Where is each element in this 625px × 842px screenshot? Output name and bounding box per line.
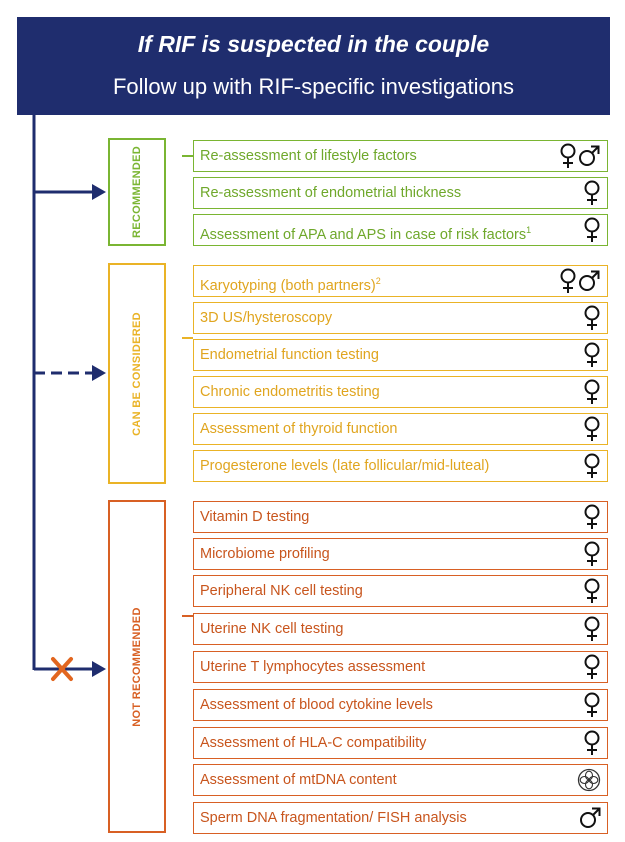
female-icon bbox=[583, 541, 601, 567]
investigation-item: Assessment of thyroid function bbox=[193, 413, 608, 445]
arrowhead-not-recommended bbox=[92, 661, 106, 677]
investigation-text: Endometrial function testing bbox=[200, 347, 379, 363]
investigation-label: Assessment of HLA-C compatibility bbox=[200, 728, 426, 758]
investigation-label: Assessment of APA and APS in case of ris… bbox=[200, 215, 531, 250]
category-label-not-recommended: NOT RECOMMENDED bbox=[131, 606, 143, 727]
investigation-item: Peripheral NK cell testing bbox=[193, 575, 608, 607]
investigation-text: 3D US/hysteroscopy bbox=[200, 310, 333, 326]
female-icon bbox=[583, 616, 601, 642]
female-icon bbox=[583, 692, 601, 718]
investigation-label: Progesterone levels (late follicular/mid… bbox=[200, 451, 489, 481]
investigation-label: Assessment of mtDNA content bbox=[200, 765, 397, 795]
female-icon bbox=[583, 504, 601, 530]
female-male-icon bbox=[559, 143, 601, 169]
investigation-label: Re-assessment of endometrial thickness bbox=[200, 178, 461, 208]
investigation-text: Re-assessment of lifestyle factors bbox=[200, 148, 417, 164]
investigation-item: Endometrial function testing bbox=[193, 339, 608, 371]
female-icon bbox=[583, 654, 601, 680]
investigation-text: Assessment of APA and APS in case of ris… bbox=[200, 226, 527, 243]
female-icon bbox=[583, 217, 601, 243]
investigation-label: Re-assessment of lifestyle factors bbox=[200, 141, 417, 171]
investigation-text: Assessment of HLA-C compatibility bbox=[200, 735, 427, 751]
investigation-item: 3D US/hysteroscopy bbox=[193, 302, 608, 334]
female-icon bbox=[583, 416, 601, 442]
female-icon bbox=[583, 730, 601, 756]
investigation-label: Assessment of thyroid function bbox=[200, 414, 397, 444]
investigation-text: Microbiome profiling bbox=[200, 546, 330, 562]
investigation-label: Peripheral NK cell testing bbox=[200, 576, 363, 606]
category-not-recommended: NOT RECOMMENDED bbox=[108, 500, 166, 833]
category-recommended: RECOMMENDED bbox=[108, 138, 166, 246]
investigation-label: Karyotyping (both partners)2 bbox=[200, 266, 381, 301]
investigation-label: Chronic endometritis testing bbox=[200, 377, 380, 407]
investigation-text: Uterine NK cell testing bbox=[200, 621, 344, 637]
embryo-icon bbox=[577, 767, 601, 793]
category-label-considered: CAN BE CONSIDERED bbox=[131, 311, 143, 436]
footnote-marker: 2 bbox=[375, 276, 381, 286]
female-icon bbox=[583, 180, 601, 206]
investigation-item: Assessment of mtDNA content bbox=[193, 764, 608, 796]
investigation-text: Chronic endometritis testing bbox=[200, 384, 380, 400]
investigation-item: Sperm DNA fragmentation/ FISH analysis bbox=[193, 802, 608, 834]
investigation-item: Karyotyping (both partners)2 bbox=[193, 265, 608, 297]
investigation-text: Peripheral NK cell testing bbox=[200, 583, 363, 599]
investigation-label: Microbiome profiling bbox=[200, 539, 330, 569]
investigation-item: Assessment of HLA-C compatibility bbox=[193, 727, 608, 759]
investigation-item: Assessment of APA and APS in case of ris… bbox=[193, 214, 608, 246]
investigation-label: Endometrial function testing bbox=[200, 340, 379, 370]
female-icon bbox=[583, 342, 601, 368]
investigation-item: Uterine NK cell testing bbox=[193, 613, 608, 645]
header-title: If RIF is suspected in the couple bbox=[137, 31, 490, 57]
female-icon bbox=[583, 379, 601, 405]
category-considered: CAN BE CONSIDERED bbox=[108, 263, 166, 484]
investigation-text: Sperm DNA fragmentation/ FISH analysis bbox=[200, 810, 467, 826]
footnote-marker: 1 bbox=[526, 225, 532, 235]
female-icon bbox=[583, 578, 601, 604]
investigation-item: Microbiome profiling bbox=[193, 538, 608, 570]
investigation-text: Re-assessment of endometrial thickness bbox=[200, 185, 462, 201]
male-icon bbox=[579, 805, 601, 831]
investigation-label: Assessment of blood cytokine levels bbox=[200, 690, 433, 720]
investigation-item: Assessment of blood cytokine levels bbox=[193, 689, 608, 721]
female-male-icon bbox=[559, 268, 601, 294]
female-icon bbox=[583, 453, 601, 479]
investigation-item: Chronic endometritis testing bbox=[193, 376, 608, 408]
investigation-item: Vitamin D testing bbox=[193, 501, 608, 533]
category-label-recommended: RECOMMENDED bbox=[131, 146, 143, 238]
arrowhead-considered bbox=[92, 365, 106, 381]
investigation-label: Uterine T lymphocytes assessment bbox=[200, 652, 425, 682]
investigation-item: Progesterone levels (late follicular/mid… bbox=[193, 450, 608, 482]
header-subtitle: Follow up with RIF-specific investigatio… bbox=[112, 74, 515, 99]
investigation-label: 3D US/hysteroscopy bbox=[200, 303, 332, 333]
investigation-text: Assessment of mtDNA content bbox=[200, 772, 397, 788]
investigation-text: Vitamin D testing bbox=[200, 509, 310, 525]
investigation-text: Assessment of thyroid function bbox=[200, 421, 398, 437]
cross-icon bbox=[51, 657, 73, 681]
female-icon bbox=[583, 305, 601, 331]
investigation-text: Assessment of blood cytokine levels bbox=[200, 697, 433, 713]
investigation-text: Karyotyping (both partners) bbox=[200, 277, 376, 294]
investigation-item: Re-assessment of endometrial thickness bbox=[193, 177, 608, 209]
arrowhead-recommended bbox=[92, 184, 106, 200]
investigation-text: Progesterone levels (late follicular/mid… bbox=[200, 458, 490, 474]
investigation-label: Vitamin D testing bbox=[200, 502, 309, 532]
investigation-item: Uterine T lymphocytes assessment bbox=[193, 651, 608, 683]
header-banner: If RIF is suspected in the couple Follow… bbox=[17, 17, 610, 115]
investigation-label: Uterine NK cell testing bbox=[200, 614, 343, 644]
investigation-label: Sperm DNA fragmentation/ FISH analysis bbox=[200, 803, 467, 833]
investigation-item: Re-assessment of lifestyle factors bbox=[193, 140, 608, 172]
investigation-text: Uterine T lymphocytes assessment bbox=[200, 659, 426, 675]
